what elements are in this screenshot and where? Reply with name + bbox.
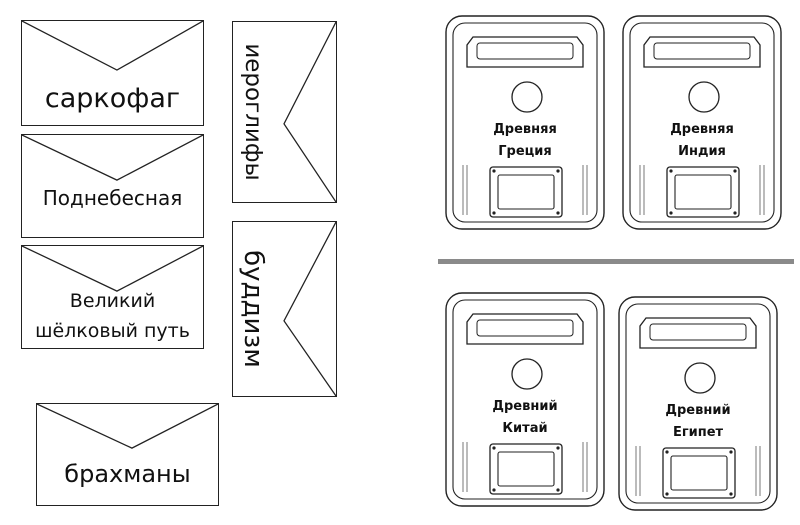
divider [438, 259, 794, 264]
envelope-flap-icon [22, 21, 203, 71]
mailbox-ancient-egypt[interactable]: Древний Египет [618, 296, 778, 511]
envelope-label: Поднебесная [42, 186, 183, 210]
envelope-label: буддизм [238, 250, 268, 368]
mailbox-label-line2: Индия [678, 144, 726, 159]
mailbox-label-line2: Египет [672, 425, 724, 440]
envelope-flap-icon [22, 135, 203, 181]
envelope-hieroglyphs[interactable]: иероглифы [232, 21, 337, 203]
mailbox-icon [622, 15, 782, 230]
envelope-flap-icon [283, 22, 336, 202]
mailbox-label-line2: Китай [502, 421, 548, 436]
mailbox-ancient-china[interactable]: Древний Китай [445, 292, 605, 507]
mailbox-ancient-greece[interactable]: Древняя Греция [445, 15, 605, 230]
mailbox-label-line2: Греция [498, 144, 552, 159]
envelope-brahmins[interactable]: брахманы [36, 403, 219, 506]
envelope-label-line1: Великий [69, 290, 156, 312]
envelope-sarcophagus[interactable]: саркофаг [21, 20, 204, 126]
envelope-silk-road[interactable]: Великий шёлковый путь [21, 245, 204, 349]
envelope-label: иероглифы [240, 43, 266, 181]
envelope-flap-icon [37, 404, 218, 449]
mailbox-label-line1: Древняя [493, 122, 557, 137]
mailbox-icon [445, 292, 605, 507]
envelope-celestial-empire[interactable]: Поднебесная [21, 134, 204, 238]
envelope-label: брахманы [64, 460, 191, 488]
envelope-label-line2: шёлковый путь [35, 320, 190, 342]
envelope-label: саркофаг [44, 83, 181, 114]
mailbox-ancient-india[interactable]: Древняя Индия [622, 15, 782, 230]
envelope-flap-icon [22, 246, 203, 292]
mailbox-label-line1: Древняя [670, 122, 734, 137]
mailbox-icon [445, 15, 605, 230]
envelope-flap-icon [283, 222, 336, 396]
envelope-buddhism[interactable]: буддизм [232, 221, 337, 397]
mailbox-label-line1: Древний [665, 403, 731, 418]
mailbox-icon [618, 296, 778, 511]
mailbox-label-line1: Древний [492, 399, 558, 414]
